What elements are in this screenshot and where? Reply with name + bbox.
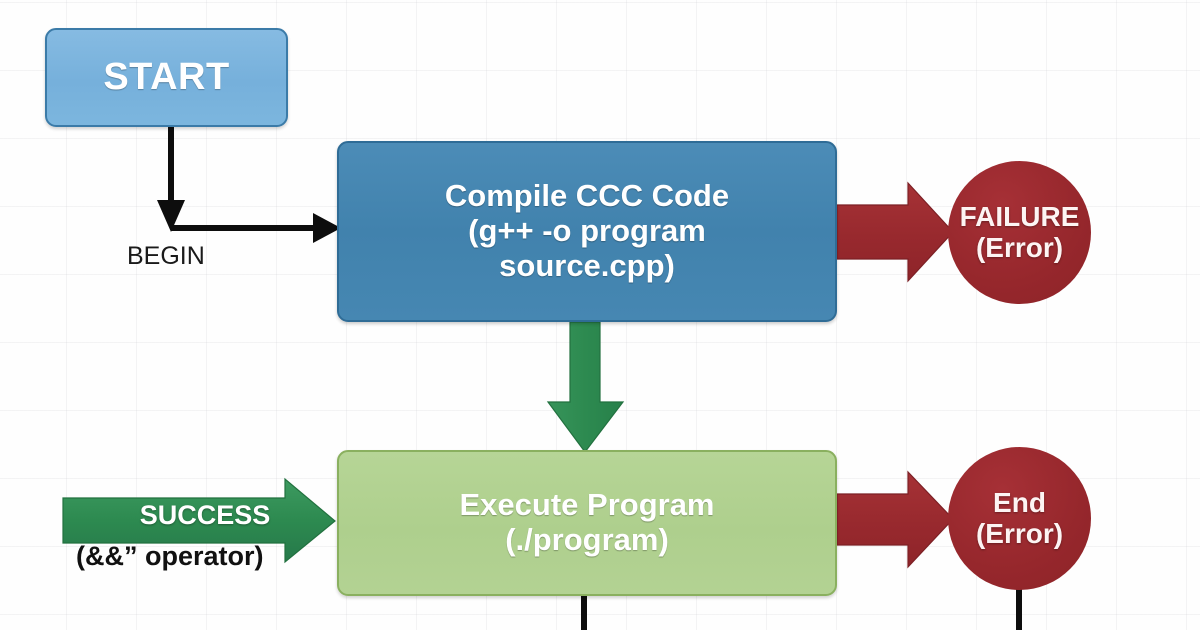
node-failure[interactable]: FAILURE (Error) <box>948 161 1091 304</box>
edge-label-begin: BEGIN <box>127 242 205 270</box>
edge-compile-to-failure <box>836 181 954 283</box>
node-failure-line1: FAILURE <box>959 200 1080 232</box>
node-execute[interactable]: Execute Program (./program) <box>337 450 837 596</box>
node-end-line1: End <box>993 486 1046 518</box>
edge-begin-connector <box>157 127 341 243</box>
node-compile-line1: Compile CCC Code <box>444 178 730 214</box>
node-execute-line1: Execute Program <box>459 487 715 523</box>
node-compile-text: Compile CCC Code (g++ -o program source.… <box>445 179 729 283</box>
node-end-text: End (Error) <box>975 486 1064 550</box>
node-compile-line3: source.cpp) <box>499 247 675 283</box>
node-start-label: START <box>103 56 230 99</box>
node-execute-line2: (./program) <box>505 522 669 557</box>
node-compile[interactable]: Compile CCC Code (g++ -o program source.… <box>337 141 837 322</box>
node-end[interactable]: End (Error) <box>948 447 1091 590</box>
node-compile-line2: (g++ -o program <box>468 213 706 249</box>
edge-execute-to-end <box>836 470 954 569</box>
edge-compile-to-execute <box>546 321 625 454</box>
node-execute-text: Execute Program (./program) <box>460 488 715 557</box>
edge-label-success: SUCCESS <box>139 500 271 530</box>
node-failure-text: FAILURE (Error) <box>959 200 1080 264</box>
node-start[interactable]: START <box>45 28 288 127</box>
edge-label-success-sublabel: (&&” operator) <box>76 541 264 571</box>
node-end-line2: (Error) <box>975 517 1064 549</box>
node-failure-line2: (Error) <box>975 231 1064 263</box>
